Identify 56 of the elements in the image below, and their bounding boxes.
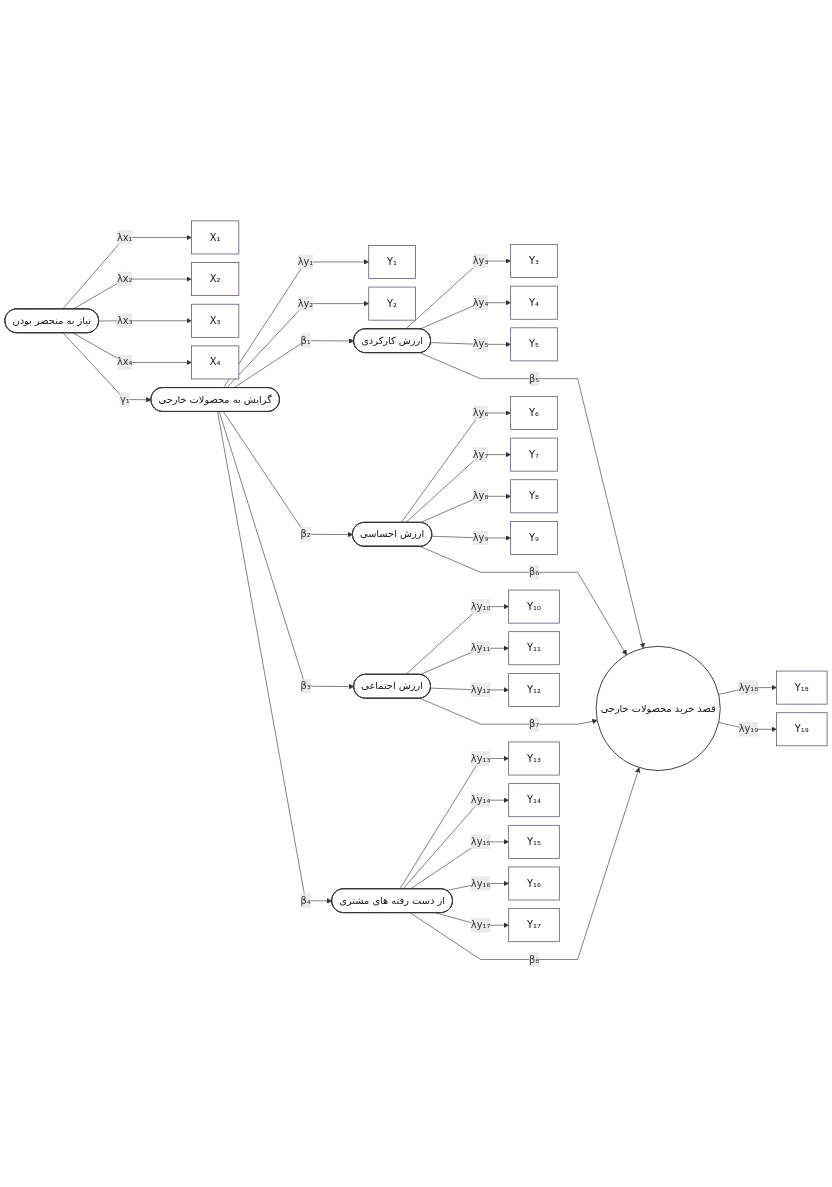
node-box: Y₁₅	[508, 824, 560, 859]
edge-label: λy₁₀	[470, 600, 491, 612]
edge-label: λy₁₅	[470, 835, 491, 847]
node-box: Y₁₃	[508, 741, 560, 776]
node-box: Y₇	[510, 437, 558, 472]
node-box: Y₉	[510, 520, 558, 555]
edge-label: λy₁₂	[470, 683, 491, 696]
edge-label: λy₁₃	[470, 752, 491, 764]
node-box: Y₁₀	[508, 589, 560, 624]
node-box: Y₃	[510, 243, 558, 278]
edge-label: λy₈	[472, 489, 489, 502]
edge-label: λy₂	[297, 297, 314, 309]
node-box: Y₂	[368, 286, 416, 321]
node-box: Y₄	[510, 285, 558, 320]
edge-label: λy₁₆	[470, 877, 491, 889]
edge-label: λy₉	[472, 531, 489, 544]
edge-label: β₈	[528, 952, 540, 965]
edge-label: β₅	[528, 372, 540, 384]
edge-label: λy₁	[297, 255, 314, 268]
edge-label: β₃	[300, 679, 311, 692]
node-box: Y₁	[368, 244, 416, 279]
node-circle: قصد خرید محصولات خارجی	[595, 645, 721, 771]
edge-label: β₇	[528, 717, 540, 730]
node-box: X₃	[191, 303, 240, 338]
node-box: Y₁₂	[508, 672, 560, 707]
node-box: Y₈	[510, 479, 558, 513]
edge-label: λx₃	[116, 314, 133, 326]
edge-label: λy₁₁	[470, 641, 491, 654]
node-box: X₂	[191, 261, 240, 296]
edge-label: λx₁	[116, 230, 133, 243]
node-box: Y₁₇	[508, 907, 560, 942]
edge-label: λy₁₇	[470, 918, 491, 931]
edge-label: λy₃	[472, 254, 489, 267]
edge-label: β₄	[300, 894, 311, 906]
edge-label: λx₄	[116, 355, 133, 368]
node-box: X₁	[191, 220, 240, 254]
edge-label: λy₁₉	[738, 722, 759, 735]
node-box: Y₁₉	[776, 712, 828, 746]
edge-label: β₁	[300, 334, 311, 346]
edge-label: λy₇	[472, 448, 489, 460]
node-box: Y₅	[510, 327, 558, 361]
edge-label: γ₁	[119, 392, 130, 405]
edge-label: λy₄	[472, 296, 489, 308]
node-box: Y₆	[510, 395, 558, 430]
node-box: Y₁₈	[776, 670, 828, 705]
edge-label: λy₁₄	[470, 793, 491, 806]
node-box: Y₁₄	[508, 782, 560, 817]
edge-label: λx₂	[116, 272, 133, 285]
edge-label: β₆	[528, 565, 540, 578]
edge-label: β₂	[300, 527, 311, 540]
edge-label: λy₆	[472, 406, 489, 419]
edge-label: λy₁₈	[738, 681, 759, 693]
node-box: X₄	[191, 345, 240, 379]
edge-label: λy₅	[472, 337, 489, 350]
node-box: Y₁₆	[508, 866, 560, 901]
node-box: Y₁₁	[508, 630, 560, 665]
